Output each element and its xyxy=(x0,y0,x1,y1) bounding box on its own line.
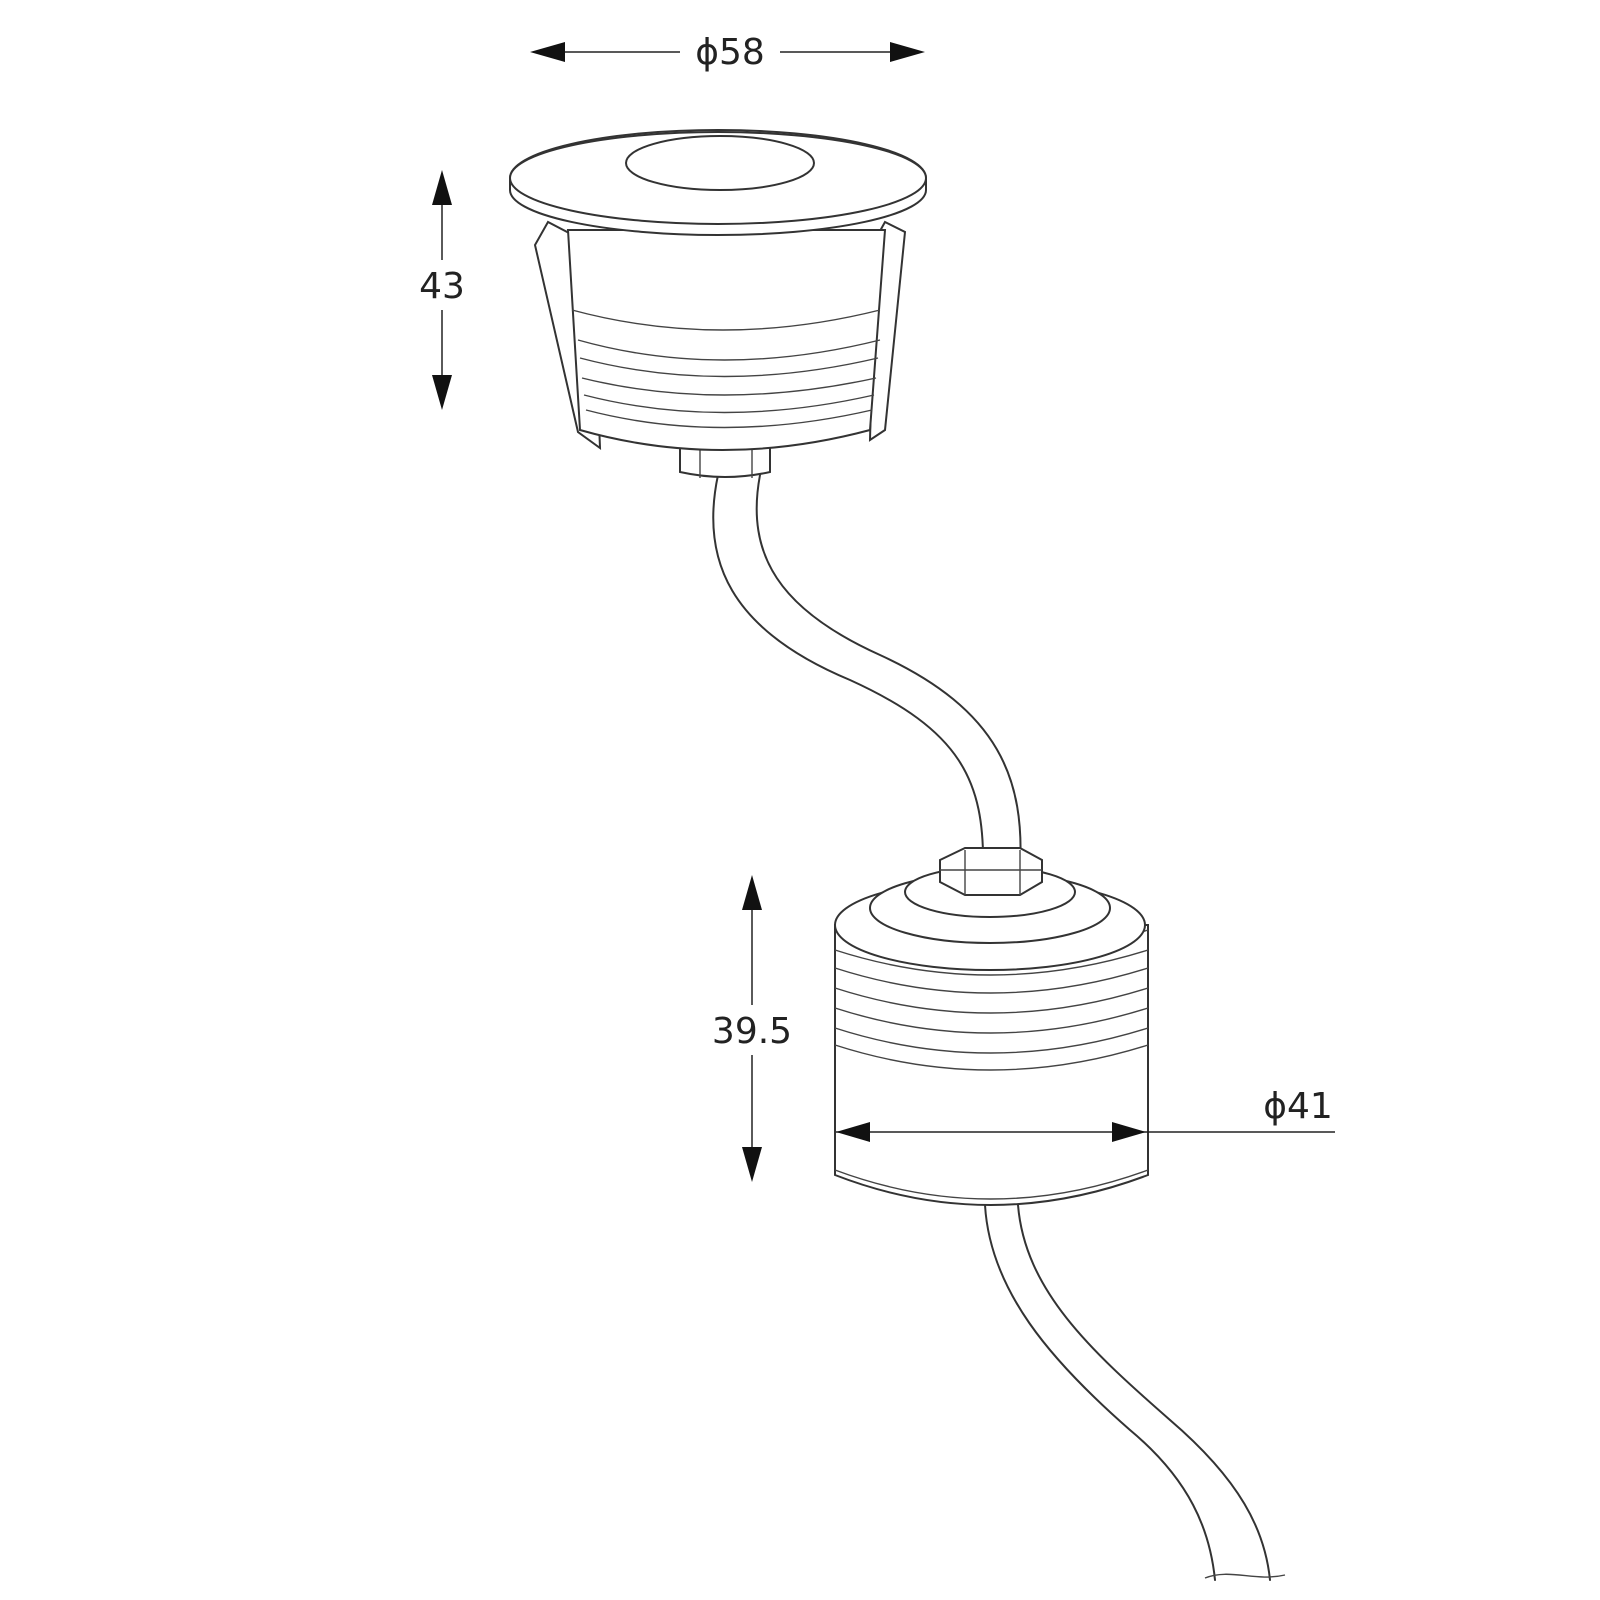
dimension-bottom-height xyxy=(742,875,762,1182)
dimension-bottom-diameter xyxy=(836,1122,1335,1142)
dimension-top-diameter xyxy=(530,42,925,62)
junction-box xyxy=(834,847,1149,1206)
top-fixture xyxy=(509,129,927,478)
top-height-label: 43 xyxy=(419,266,465,307)
bottom-diameter-label: ϕ41 xyxy=(1263,1086,1333,1127)
output-cable xyxy=(984,1204,1286,1581)
top-diameter-label: ϕ58 xyxy=(695,32,765,73)
bottom-height-label: 39.5 xyxy=(712,1011,792,1052)
dimension-top-height xyxy=(432,170,452,410)
connecting-cable xyxy=(712,474,1022,871)
